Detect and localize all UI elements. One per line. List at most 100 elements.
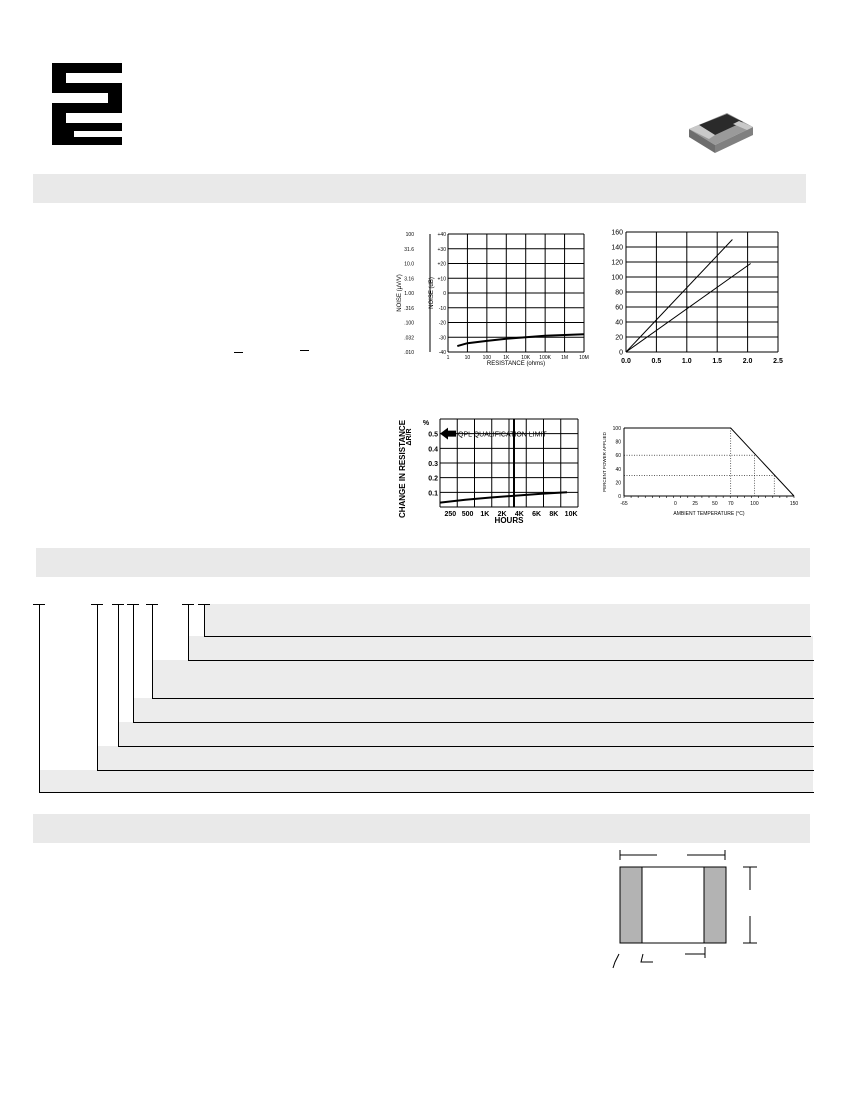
x-tick-label: 250 xyxy=(445,511,457,518)
company-logo-icon xyxy=(52,63,122,145)
y-tick-label: 31.6 xyxy=(404,247,414,253)
x-tick-label: 500 xyxy=(462,511,474,518)
y-tick-label: .032 xyxy=(404,335,414,341)
y-tick-label: 160 xyxy=(611,230,623,237)
linear-chart: 0.0 0.5 1.0 1.5 2.0 2.5 0 20 40 60 80 100 120 140 160 xyxy=(606,226,786,372)
y-tick-label: .316 xyxy=(404,306,414,312)
y2-tick-label: +40 xyxy=(438,232,447,238)
dimension-drawing xyxy=(605,850,775,975)
y-tick-label: 0.1 xyxy=(428,490,438,497)
qpl-limit-label: QPL QUALIFICATION LIMIT xyxy=(458,432,547,439)
x-tick-label: 1.0 xyxy=(682,358,692,365)
y2-tick-label: -30 xyxy=(439,335,446,341)
series-line-1 xyxy=(625,239,733,353)
y-tick-label: 100 xyxy=(613,426,622,432)
y-tick-label: 80 xyxy=(615,440,621,446)
y2-tick-label: -20 xyxy=(439,321,446,327)
x-tick-label: 6K xyxy=(532,511,541,518)
spec-underline-2 xyxy=(300,350,309,351)
x-tick-label: 0.5 xyxy=(652,358,662,365)
y-tick-label: 1.00 xyxy=(404,291,414,297)
x-tick-label: 10K xyxy=(565,511,578,518)
y-tick-label: .100 xyxy=(404,321,414,327)
x-tick-label: 2.5 xyxy=(773,358,783,365)
ordering-row-2 xyxy=(152,660,813,698)
derating-curve xyxy=(624,427,795,497)
spec-underline-1 xyxy=(234,352,243,353)
x-tick-label: 10K xyxy=(521,355,531,361)
company-logo xyxy=(52,63,122,145)
ordering-row-1 xyxy=(188,636,813,660)
x-tick-label: 1.5 xyxy=(712,358,722,365)
y-tick-label: 100 xyxy=(611,275,623,282)
x-tick-label: 1K xyxy=(480,511,489,518)
y-tick-label: 100 xyxy=(406,232,415,238)
y2-tick-label: +30 xyxy=(438,247,447,253)
x-tick-label: 1 xyxy=(447,355,450,361)
y-tick-label: 120 xyxy=(611,260,623,267)
x-tick-label: 70 xyxy=(728,501,734,507)
y-tick-label: 40 xyxy=(615,320,623,327)
y2-axis-label: NOISE (dB) xyxy=(429,277,435,309)
y2-tick-label: +20 xyxy=(438,262,447,268)
y-unit-label: % xyxy=(423,420,430,427)
noise-curve xyxy=(457,333,585,348)
y-tick-label: 20 xyxy=(615,335,623,342)
section-band-3 xyxy=(33,814,810,843)
y-tick-label: 0 xyxy=(618,494,621,500)
y-tick-label: 0 xyxy=(619,350,623,357)
x-tick-label: 100 xyxy=(750,501,759,507)
noise-chart: 1 10 100 1K 10K 100K 1M 10M .010 .032 .100 .316 1.00… xyxy=(394,228,590,368)
x-tick-label: 0.0 xyxy=(621,358,631,365)
x-tick-label: 1K xyxy=(503,355,510,361)
resistance-change-curve xyxy=(439,491,568,504)
x-tick-label: 100 xyxy=(483,355,492,361)
x-tick-label: 8K xyxy=(549,511,558,518)
ordering-row-3 xyxy=(133,698,813,722)
x-tick-label: 150 xyxy=(790,501,799,507)
y-tick-label: 40 xyxy=(615,467,621,473)
y-axis-symbol: ΔR/R xyxy=(406,428,413,445)
y-tick-label: 80 xyxy=(615,290,623,297)
x-tick-label: 2.0 xyxy=(743,358,753,365)
y2-tick-label: -40 xyxy=(439,350,446,356)
y-tick-label: 0.2 xyxy=(428,476,438,483)
y-tick-label: 60 xyxy=(615,453,621,459)
y-tick-label: 10.0 xyxy=(404,262,414,268)
x-tick-label: 10M xyxy=(579,355,589,361)
x-tick-label: 0 xyxy=(674,501,677,507)
y-axis-label: NOISE (µV/V) xyxy=(397,274,403,311)
y2-tick-label: +10 xyxy=(438,276,447,282)
y2-tick-label: -10 xyxy=(439,306,446,312)
ordering-row-4 xyxy=(118,722,813,746)
y-tick-label: 60 xyxy=(615,305,623,312)
x-tick-label: 4K xyxy=(515,511,524,518)
ordering-row-6 xyxy=(39,770,813,793)
section-band-2 xyxy=(36,548,810,577)
ordering-row-0 xyxy=(204,604,810,636)
y-tick-label: 20 xyxy=(615,480,621,486)
y-tick-label: .010 xyxy=(404,350,414,356)
x-tick-label: 100K xyxy=(539,355,551,361)
y-tick-label: 0.5 xyxy=(428,432,438,439)
chip-resistor-photo xyxy=(683,105,758,157)
x-tick-label: 1M xyxy=(561,355,568,361)
x-tick-label: -65 xyxy=(620,501,627,507)
x-tick-label: 2K xyxy=(498,511,507,518)
y-axis-label: PERCENT POWER APPLIED xyxy=(602,431,607,491)
x-axis-label: AMBIENT TEMPERATURE (°C) xyxy=(673,511,745,517)
section-band-1 xyxy=(33,174,806,203)
x-axis-label: HOURS xyxy=(495,516,525,525)
y-tick-label: 0.3 xyxy=(428,461,438,468)
y-axis-label: CHANGE IN RESISTANCE xyxy=(398,419,407,518)
y-tick-label: 140 xyxy=(611,245,623,252)
x-tick-label: 10 xyxy=(465,355,471,361)
ordering-row-5 xyxy=(97,746,813,770)
y-tick-label: 3.16 xyxy=(404,276,414,282)
x-tick-label: 50 xyxy=(712,501,718,507)
x-axis-label: RESISTANCE (ohms) xyxy=(487,361,545,367)
series-line-2 xyxy=(625,263,751,353)
y-tick-label: 0.4 xyxy=(428,446,438,453)
resistance-change-chart: 250 500 1K 2K 4K 6K 8K 10K 0.1 0.2 0.3 0.4 0.5% HOURS… xyxy=(396,415,582,533)
